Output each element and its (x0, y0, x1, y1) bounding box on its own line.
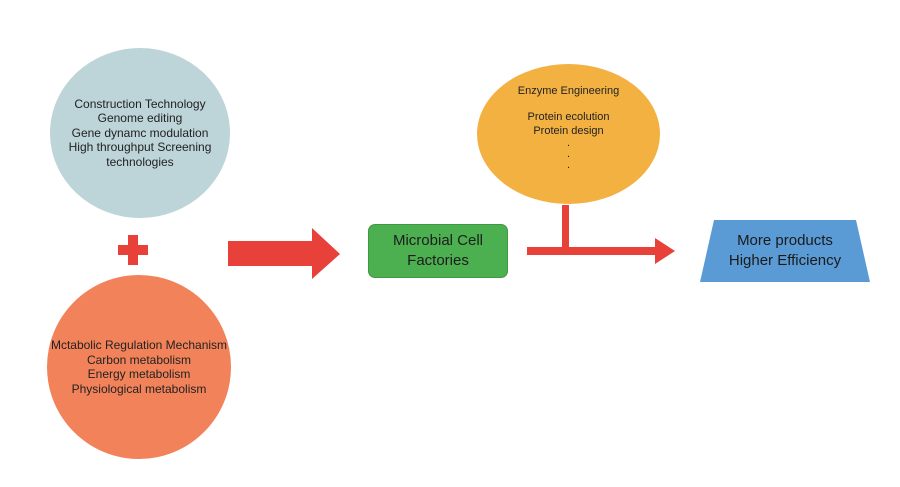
enzyme-dot-3: . (566, 159, 571, 171)
right-arrow-to-factory (228, 228, 340, 279)
output-trapezoid: More products Higher Efficiency (700, 220, 870, 282)
enzyme-dot-1: . (566, 137, 571, 149)
factory-line-2: Factories (407, 252, 469, 269)
factory-line-1: Microbial Cell (392, 232, 484, 249)
output-line-1: More products (737, 232, 833, 249)
construction-line-4: High throughput Screening (68, 140, 212, 155)
factory-output-line (527, 247, 657, 255)
construction-line-2: Genome editing (97, 111, 183, 126)
output-line-2: Higher Efficiency (728, 252, 842, 269)
plus-icon (118, 235, 148, 265)
metabolic-line-2: Carbon metabolism (86, 352, 192, 367)
metabolic-line-3: Energy metabolism (87, 367, 191, 381)
construction-line-1: Construction Technology (74, 96, 206, 111)
enzyme-title: Enzyme Engineering (517, 85, 620, 97)
enzyme-line-2: Protein design (533, 125, 604, 137)
metabolic-regulation-circle: Mctabolic Regulation Mechanism Carbon me… (47, 275, 231, 459)
enzyme-line-1: Protein ecolution (527, 111, 610, 123)
construction-line-3: Gene dynamc modulation (71, 125, 209, 140)
construction-technology-circle: Construction Technology Genome editing G… (50, 48, 230, 218)
metabolic-line-4: Physiological metabolism (71, 381, 207, 396)
enzyme-dot-2: . (566, 148, 571, 160)
enzyme-connector-line (562, 205, 569, 250)
microbial-cell-factories-box: Microbial Cell Factories (368, 224, 508, 278)
metabolic-line-1: Mctabolic Regulation Mechanism (50, 338, 228, 352)
construction-line-5: technologies (106, 154, 174, 169)
output-arrowhead (655, 238, 675, 264)
enzyme-engineering-circle: Enzyme Engineering Protein ecolution Pro… (477, 64, 660, 204)
trapezoid-shape (700, 220, 870, 282)
